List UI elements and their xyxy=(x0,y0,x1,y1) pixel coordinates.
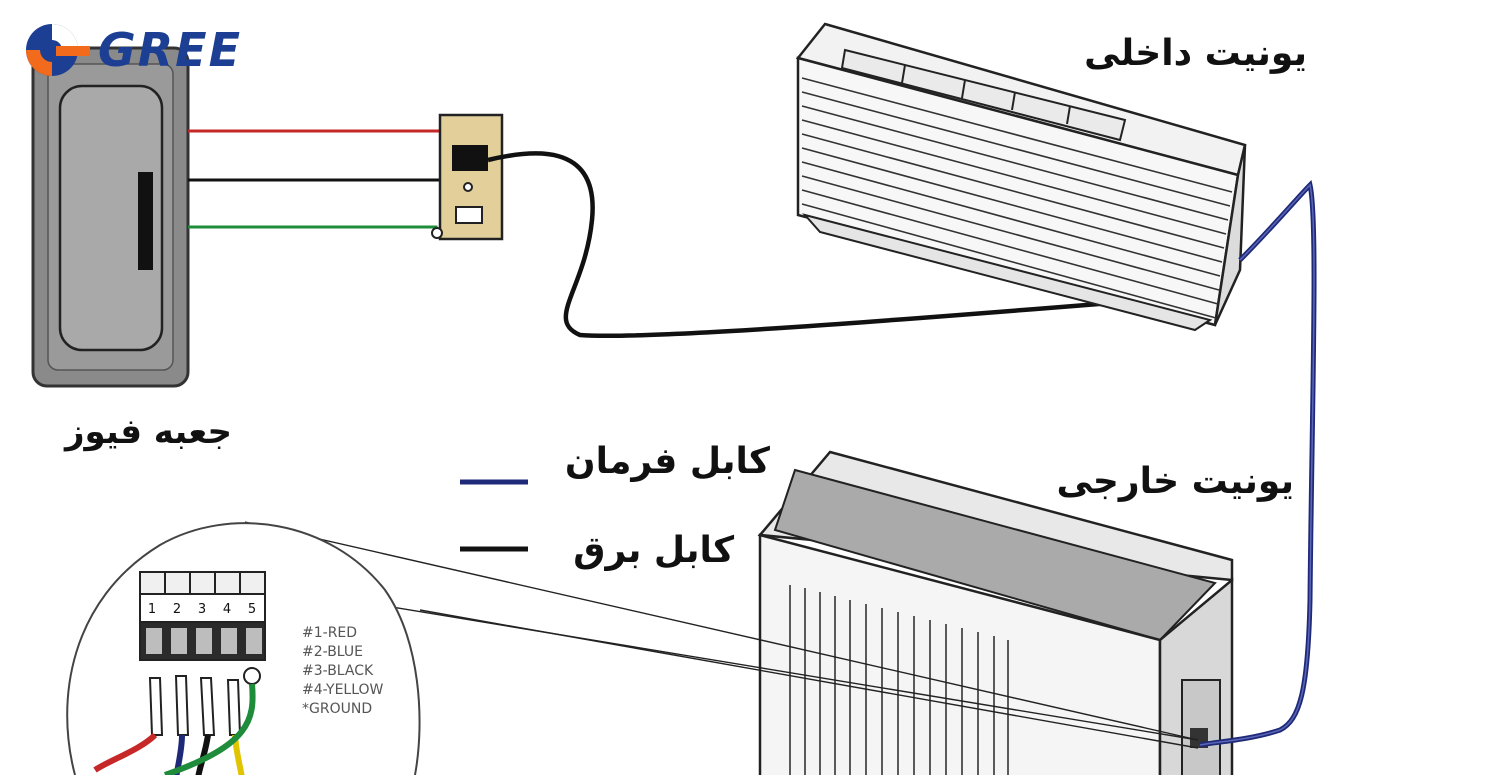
gree-logo-text: GREE xyxy=(98,23,243,77)
wire-key-1: #1-RED xyxy=(302,625,357,641)
gree-logo: GREE xyxy=(22,22,242,78)
legend-label-control: کابل فرمان xyxy=(564,441,770,482)
terminal-closeup: 1 2 3 4 5 #1-RED #2-BLUE #3-BLACK #4-YEL… xyxy=(66,522,421,775)
junction-box xyxy=(431,113,504,241)
terminal-numbers: 1 2 3 4 5 xyxy=(148,602,256,617)
terminal-number-1: 1 xyxy=(148,602,156,617)
wire-key-3: #3-BLACK xyxy=(302,663,374,679)
fuse-box xyxy=(31,46,190,388)
terminal-number-2: 2 xyxy=(173,602,181,617)
outdoor-unit-label: یونیت خارجی xyxy=(1056,461,1295,502)
wire-key-5: *GROUND xyxy=(302,701,372,717)
power-cable-indoor xyxy=(487,151,1149,339)
wire-key: #1-RED #2-BLUE #3-BLACK #4-YELLOW *GROUN… xyxy=(302,625,384,717)
outdoor-unit xyxy=(757,450,1234,775)
indoor-unit-label: یونیت داخلی xyxy=(1084,33,1307,74)
green-wire xyxy=(188,225,438,236)
terminal-number-4: 4 xyxy=(223,602,231,617)
wire-key-2: #2-BLUE xyxy=(302,644,363,660)
wire-key-4: #4-YELLOW xyxy=(302,682,384,698)
fuse-switch-slot xyxy=(138,172,153,270)
red-wire xyxy=(188,129,472,158)
legend-label-power: کابل برق xyxy=(573,530,734,571)
terminal-number-5: 5 xyxy=(248,602,256,617)
gree-logo-mark-icon xyxy=(26,24,90,76)
callout-lines xyxy=(244,521,1199,749)
terminal-number-3: 3 xyxy=(198,602,206,617)
fuse-wires xyxy=(188,129,472,236)
junction-terminal xyxy=(452,145,488,171)
indoor-unit xyxy=(795,22,1247,332)
fuse-box-label: جعبه فیوز xyxy=(64,412,232,452)
